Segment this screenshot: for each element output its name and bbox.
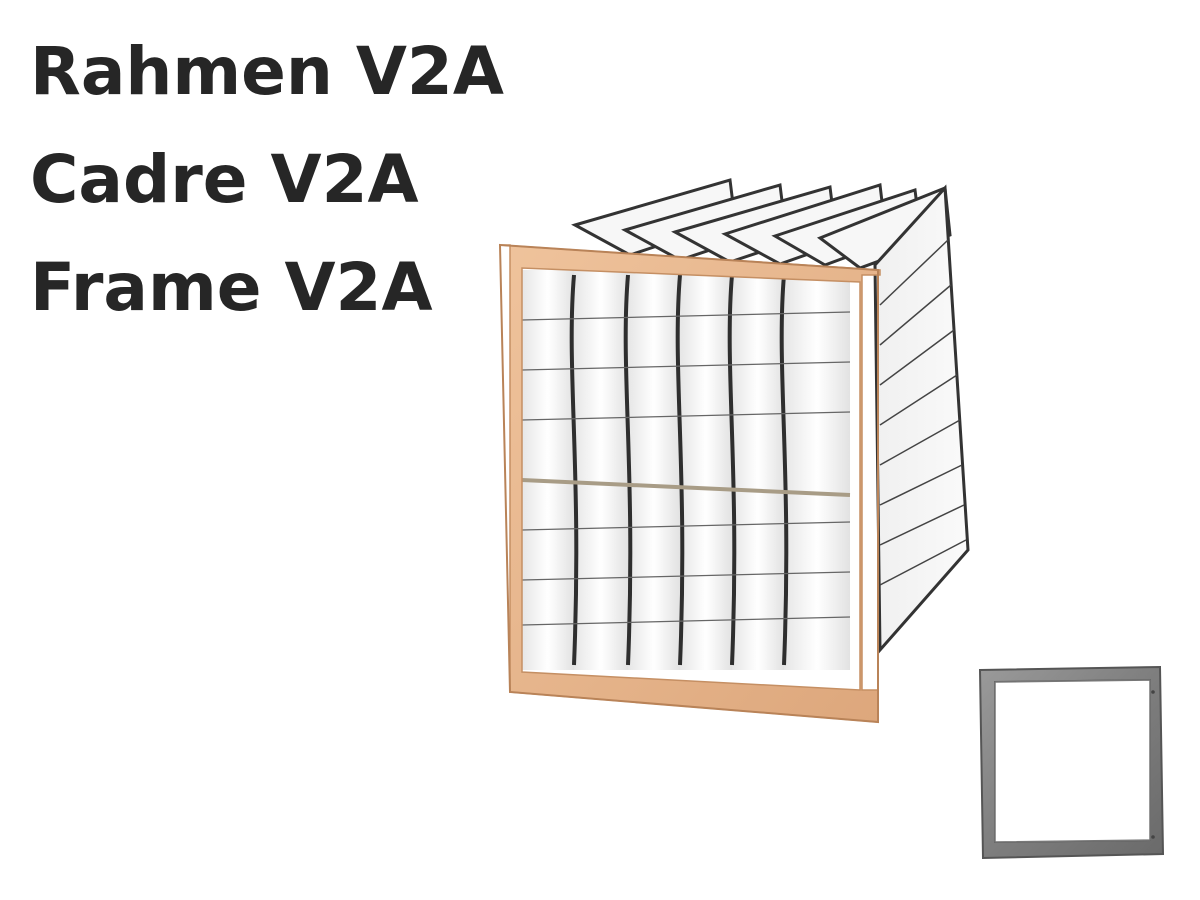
heading-english: Frame V2A [30, 249, 433, 326]
heading-german: Rahmen V2A [30, 33, 504, 110]
pocket-tails [571, 178, 952, 270]
heading-french: Cadre V2A [30, 141, 419, 218]
pocket-side [873, 184, 970, 654]
steel-frame-image [978, 665, 1165, 860]
wooden-frame [498, 243, 881, 724]
heading-block: Rahmen V2A Cadre V2A Frame V2A [30, 18, 504, 342]
pocket-filter-image [498, 178, 970, 724]
pocket-fronts [521, 270, 851, 670]
